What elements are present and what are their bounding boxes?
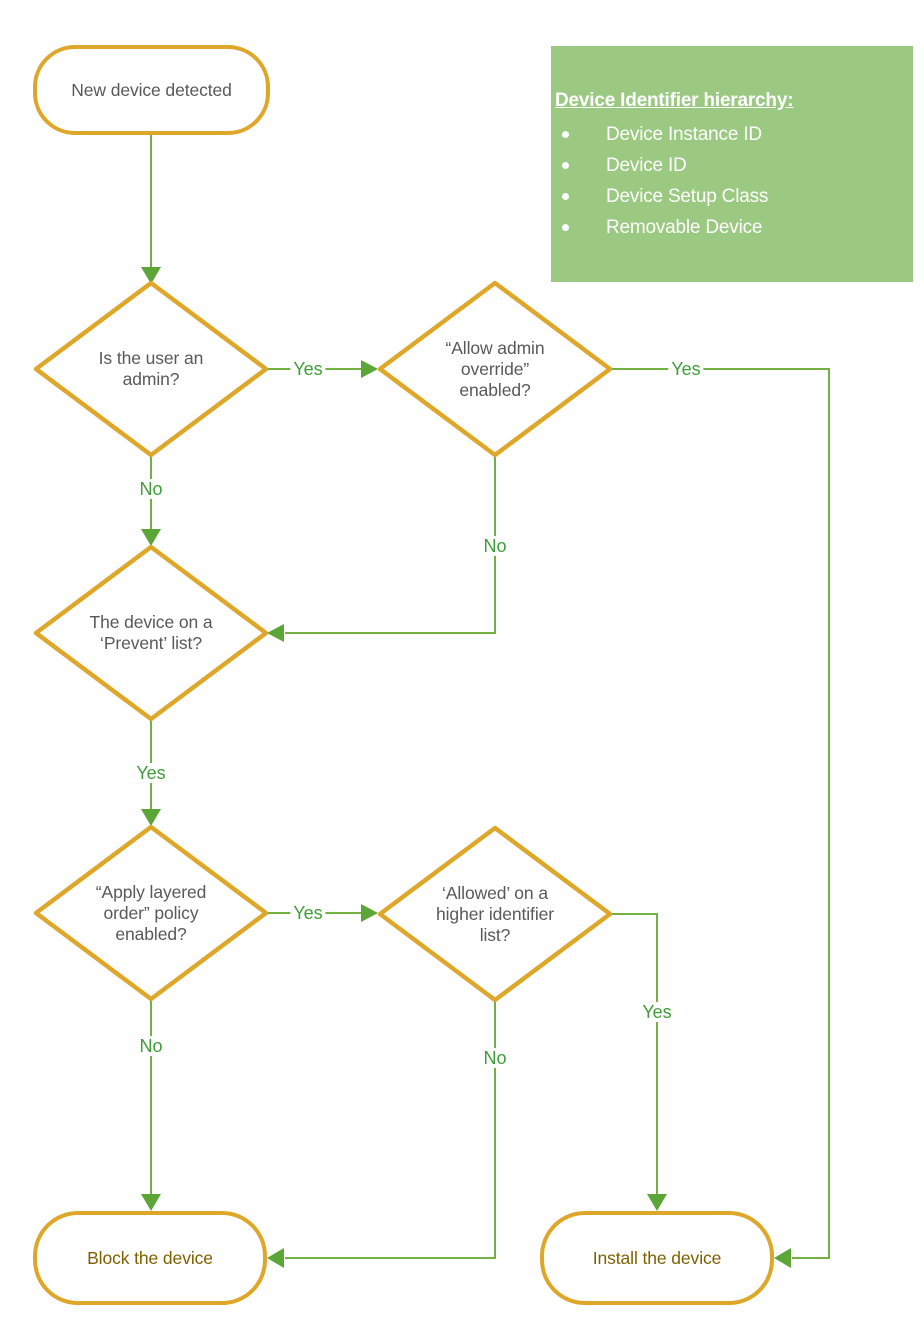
edge-label-yes-override: Yes (668, 359, 704, 379)
arrowhead-down-icon (141, 809, 161, 826)
edge-label-yes-prevent: Yes (133, 763, 169, 783)
list-item: Device Setup Class (555, 181, 907, 212)
info-item-label: Device ID (606, 154, 687, 176)
arrowhead-right-icon (361, 904, 378, 922)
decision-admin-label: Is the user an admin? (98, 348, 204, 389)
decision-shapes (33, 280, 613, 1003)
arrowhead-right-icon (361, 360, 378, 378)
start-node-shape (33, 45, 270, 135)
info-item-label: Device Instance ID (606, 123, 762, 145)
install-node-label: Install the device (592, 1247, 722, 1268)
arrowhead-left-icon (267, 624, 284, 642)
decision-prevent-shape (33, 544, 269, 722)
decision-layered-shape (33, 824, 269, 1002)
edge-override-yes-long (610, 368, 830, 1259)
decision-override-label: “Allow admin override” enabled? (445, 337, 545, 400)
edge-label-no-admin: No (136, 479, 166, 499)
bullet-icon (562, 131, 569, 138)
edge-override-no (285, 455, 496, 634)
info-item-label: Device Setup Class (606, 185, 769, 207)
list-item: Device ID (555, 150, 907, 181)
bullet-icon (562, 162, 569, 169)
bullet-icon (562, 224, 569, 231)
arrowhead-down-icon (141, 529, 161, 546)
decision-higher-shape (377, 825, 613, 1003)
edge-label-yes-admin: Yes (290, 359, 326, 379)
arrowhead-down-icon (647, 1194, 667, 1211)
edge-label-no-override: No (480, 536, 510, 556)
bullet-icon (562, 193, 569, 200)
decision-higher-label: ‘Allowed’ on a higher identifier list? (436, 882, 554, 945)
device-identifier-hierarchy-panel: Device Identifier hierarchy: Device Inst… (551, 46, 913, 282)
info-item-label: Removable Device (606, 216, 763, 238)
start-node-label: New device detected (71, 79, 232, 100)
info-panel-title: Device Identifier hierarchy: (555, 90, 794, 111)
edge-label-yes-layered: Yes (290, 903, 326, 923)
arrowhead-down-icon (141, 267, 161, 284)
block-node-label: Block the device (87, 1247, 213, 1268)
install-node-shape (540, 1211, 774, 1305)
edge-higher-yes (610, 913, 658, 1196)
arrowhead-down-icon (141, 1194, 161, 1211)
edge-higher-no (285, 1000, 496, 1259)
decision-layered-label: “Apply layered order” policy enabled? (95, 881, 207, 944)
edge-label-yes-higher: Yes (639, 1002, 675, 1022)
arrowheads (141, 267, 791, 1268)
arrowhead-left-icon (774, 1248, 791, 1268)
block-node-shape (33, 1211, 267, 1305)
decision-override-shape (377, 280, 613, 458)
terminator-shapes (33, 45, 774, 1305)
arrowhead-left-icon (267, 1248, 284, 1268)
edge-label-no-layered: No (136, 1036, 166, 1056)
list-item: Removable Device (555, 212, 907, 243)
edge-label-no-higher: No (480, 1048, 510, 1068)
decision-prevent-label: The device on a ‘Prevent’ list? (89, 612, 213, 653)
decision-admin-shape (33, 280, 269, 458)
list-item: Device Instance ID (555, 119, 907, 150)
